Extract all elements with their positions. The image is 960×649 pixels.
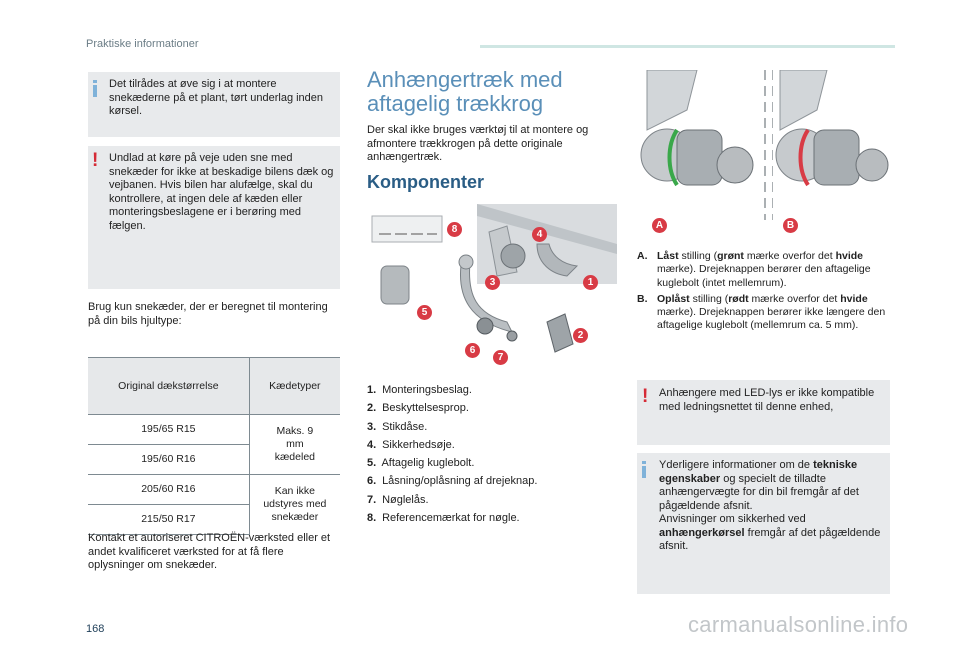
component-marker-2: 2 — [573, 328, 588, 343]
title-line-2: aftagelig trækkrog — [367, 91, 544, 116]
title-line-1: Anhængertræk med — [367, 67, 563, 92]
components-list: 1. Monteringsbeslag. 2. Beskyttelsesprop… — [367, 381, 537, 527]
list-item: 4. Sikkerhedsøje. — [367, 438, 455, 451]
knob-illustration-a — [637, 69, 767, 220]
info-icon — [642, 461, 646, 478]
position-item-a: A.Låst stilling (grønt mærke overfor det… — [637, 250, 871, 289]
position-list: A.Låst stilling (grønt mærke overfor det… — [637, 250, 889, 336]
component-marker-7: 7 — [493, 350, 508, 365]
table-cell-size: 205/60 R16 — [88, 474, 250, 505]
position-marker-b: B — [783, 218, 798, 233]
info-text: Det tilrådes at øve sig i at montere sne… — [109, 78, 324, 117]
component-marker-5: 5 — [417, 305, 432, 320]
led-warning-text: Anhængere med LED-lys er ikke kompatible… — [659, 387, 875, 413]
info-icon — [93, 80, 97, 97]
warning-box: ! Undlad at køre på veje uden sne med sn… — [88, 146, 340, 289]
section-header: Praktiske informationer — [86, 38, 199, 50]
list-item: 2. Beskyttelsesprop. — [367, 402, 469, 415]
table-cell-size: 195/60 R16 — [88, 444, 250, 475]
contact-text: Kontakt et autoriseret CITROËN-værksted … — [88, 532, 331, 571]
list-item: 5. Aftagelig kuglebolt. — [367, 457, 475, 470]
locked-knob-drawing — [640, 69, 766, 220]
towbar-intro: Der skal ikke bruges værktøj til at mont… — [367, 124, 589, 163]
led-warning-box: ! Anhængere med LED-lys er ikke kompatib… — [637, 380, 890, 445]
tyre-table: Original dækstørrelse Kædetyper 195/65 R… — [88, 357, 340, 535]
position-item-b: B.Oplåst stilling (rødt mærke overfor de… — [637, 292, 886, 332]
col-header-type: Kædetyper — [249, 357, 340, 415]
position-marker-a: A — [652, 218, 667, 233]
table-cell-type: Kan ikke udstyres med snekæder — [249, 474, 340, 535]
towing-info-text: Yderligere informationer om de tekniske … — [659, 459, 881, 552]
unlocked-knob-drawing — [771, 69, 889, 220]
list-item: 3. Stikdåse. — [367, 420, 428, 433]
towbar-illustration: 8 4 3 1 5 2 6 7 — [367, 204, 617, 366]
knob-illustration-b — [771, 69, 892, 220]
page-title: Anhængertræk med aftagelig trækkrog — [367, 68, 563, 116]
component-marker-3: 3 — [485, 275, 500, 290]
component-marker-6: 6 — [465, 343, 480, 358]
list-item: 1. Monteringsbeslag. — [367, 384, 472, 396]
components-heading: Komponenter — [367, 172, 484, 192]
list-item: 7. Nøglelås. — [367, 493, 429, 506]
towing-info-box: Yderligere informationer om de tekniske … — [637, 453, 890, 594]
warning-text: Undlad at køre på veje uden sne med snek… — [109, 152, 334, 232]
watermark: carmanualsonline.info — [688, 612, 909, 637]
table-cell-size: 195/65 R15 — [88, 414, 250, 445]
list-item: 8. Referencemærkat for nøgle. — [367, 512, 520, 525]
component-marker-4: 4 — [532, 227, 547, 242]
warning-icon: ! — [92, 150, 99, 171]
table-cell-size: 215/50 R17 — [88, 504, 250, 535]
table-cell-type: Maks. 9 mm kædeled — [249, 414, 340, 475]
info-box: Det tilrådes at øve sig i at montere sne… — [88, 72, 340, 137]
page-number: 168 — [86, 623, 105, 635]
list-item: 6. Låsning/oplåsning af drejeknap. — [367, 475, 538, 488]
component-marker-1: 1 — [583, 275, 598, 290]
chain-intro: Brug kun snekæder, der er beregnet til m… — [88, 301, 328, 327]
warning-icon: ! — [642, 386, 649, 407]
col-header-size: Original dækstørrelse — [88, 357, 250, 415]
header-divider — [480, 45, 895, 48]
component-marker-8: 8 — [447, 222, 462, 237]
towbar-drawing — [371, 204, 617, 353]
